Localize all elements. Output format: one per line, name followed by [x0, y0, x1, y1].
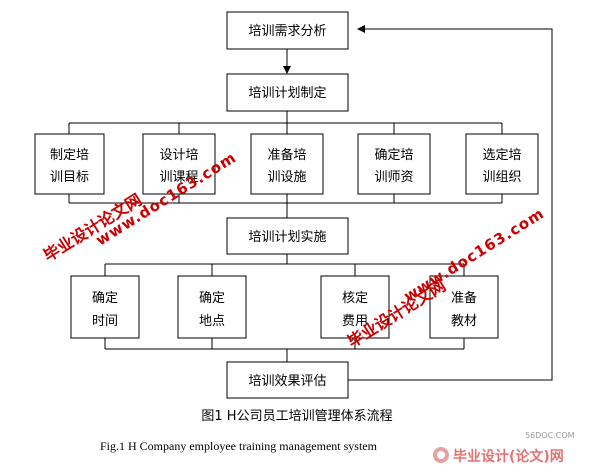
node-material-line1: 准备	[451, 290, 477, 306]
node-trainer: 确定培 训师资	[357, 133, 431, 195]
node-implementation: 培训计划实施	[226, 217, 349, 255]
node-time-line1: 确定	[92, 291, 118, 306]
node-goal-line1: 制定培	[50, 147, 89, 163]
corner-watermark-site: 毕业设计(论文)网	[453, 448, 564, 465]
node-time-line2: 时间	[92, 314, 118, 329]
node-facility: 准备培 训设施	[250, 133, 324, 195]
node-goal-line2: 训目标	[50, 170, 89, 185]
node-plan-making: 培训计划制定	[226, 73, 349, 112]
node-course-line2: 训课程	[159, 170, 198, 185]
node-implementation-label: 培训计划实施	[248, 229, 326, 245]
corner-logo-icon-inner	[437, 451, 445, 459]
corner-watermark-domain: 56DOC.COM	[525, 431, 575, 440]
node-place: 确定 地点	[177, 275, 247, 339]
node-trainer-line2: 训师资	[374, 170, 413, 185]
node-place-line2: 地点	[199, 314, 225, 329]
node-cost-line2: 费用	[342, 314, 368, 329]
node-course: 设计培 训课程	[142, 133, 216, 195]
node-org-line2: 训组织	[482, 170, 521, 185]
node-facility-line2: 训设施	[267, 170, 306, 185]
node-course-line1: 设计培	[159, 147, 198, 163]
node-trainer-line1: 确定培	[374, 147, 413, 163]
node-plan-making-label: 培训计划制定	[248, 85, 326, 101]
node-place-line1: 确定	[199, 291, 225, 306]
feedback-loop-line	[348, 25, 553, 381]
node-org-line1: 选定培	[482, 147, 521, 163]
connectors	[68, 25, 553, 381]
corner-watermark: 56DOC.COM 毕业设计(论文)网	[433, 431, 575, 465]
caption-english: Fig.1 H Company employee training manage…	[100, 439, 378, 453]
node-time: 确定 时间	[70, 275, 140, 339]
node-needs-analysis: 培训需求分析	[226, 11, 349, 50]
caption-chinese: 图1 H公司员工培训管理体系流程	[201, 408, 392, 424]
node-evaluation: 培训效果评估	[226, 361, 349, 399]
node-material: 准备 教材	[429, 275, 499, 339]
node-material-line2: 教材	[451, 313, 477, 329]
node-cost-line1: 核定	[342, 291, 368, 306]
node-org: 选定培 训组织	[465, 133, 539, 195]
node-needs-analysis-label: 培训需求分析	[248, 23, 326, 39]
node-goal: 制定培 训目标	[34, 133, 105, 195]
node-cost: 核定 费用	[320, 275, 390, 339]
node-facility-line1: 准备培	[267, 147, 306, 163]
node-evaluation-label: 培训效果评估	[248, 373, 326, 389]
